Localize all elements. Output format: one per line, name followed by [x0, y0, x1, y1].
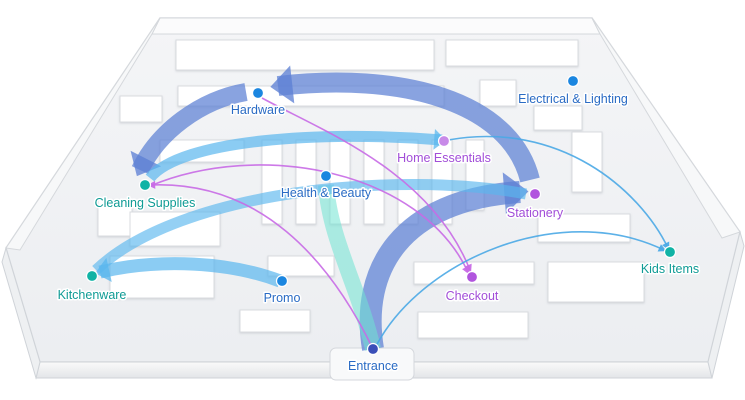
location-node[interactable] — [251, 86, 265, 100]
shelf-right-2 — [533, 105, 583, 131]
shelf-aisle-1 — [261, 139, 283, 225]
shelf-front-left — [239, 309, 311, 333]
flow-path — [149, 184, 374, 350]
shelf-right-4 — [537, 213, 631, 243]
flow-arrowhead — [130, 150, 162, 177]
flow-path — [131, 83, 248, 175]
location-kids[interactable]: Kids Items — [639, 245, 701, 278]
flow-arrowhead — [270, 65, 295, 104]
shelf-left-side-2 — [97, 199, 133, 237]
location-label: Health & Beauty — [281, 186, 372, 200]
shelf-back-right — [445, 39, 579, 67]
flow-layer — [92, 65, 670, 351]
flow-path — [98, 257, 283, 288]
flow-path — [261, 97, 471, 271]
location-node[interactable] — [138, 178, 152, 192]
location-promo[interactable]: Promo — [262, 274, 302, 307]
location-node[interactable] — [566, 74, 580, 88]
flow-arrowhead — [462, 265, 470, 275]
location-home[interactable]: Home Essentials — [396, 134, 492, 167]
flow-path — [318, 184, 381, 351]
flow-entrance-kids — [374, 231, 667, 349]
shelf-right-5 — [547, 261, 645, 303]
location-label: Electrical & Lighting — [518, 92, 628, 106]
location-node[interactable] — [528, 187, 542, 201]
location-label: Stationery — [507, 206, 564, 220]
back-wall — [151, 17, 601, 35]
location-label: Home Essentials — [397, 151, 491, 165]
location-label: Hardware — [231, 103, 285, 117]
flow-hardware-cleaning — [130, 83, 248, 177]
right-wall — [591, 17, 741, 239]
location-kitchen[interactable]: Kitchenware — [56, 269, 128, 304]
shelf-right-3 — [571, 131, 603, 193]
location-node[interactable] — [85, 269, 99, 283]
flow-stationery-hardware — [270, 65, 540, 183]
shelf-left-side-1 — [119, 95, 163, 123]
flow-path — [149, 164, 469, 273]
location-label: Kitchenware — [58, 288, 127, 302]
location-stationery[interactable]: Stationery — [505, 187, 565, 222]
location-node[interactable] — [437, 134, 451, 148]
location-label: Kids Items — [641, 262, 699, 276]
shelf-front-right — [417, 311, 529, 339]
shelf-back-left — [175, 39, 435, 71]
location-node[interactable] — [465, 270, 479, 284]
location-node[interactable] — [275, 274, 289, 288]
location-health[interactable]: Health & Beauty — [279, 169, 373, 202]
flow-entrance-health — [318, 184, 381, 351]
right-front-wall — [707, 230, 745, 379]
shelf-promo-table — [267, 255, 335, 277]
location-node[interactable] — [319, 169, 333, 183]
location-checkout[interactable]: Checkout — [444, 270, 500, 305]
shelf-right-1 — [479, 79, 517, 107]
location-node[interactable] — [366, 342, 380, 356]
flow-stationery-kitchen — [92, 179, 528, 274]
left-wall — [5, 17, 161, 251]
flow-path — [92, 179, 528, 274]
flow-path — [447, 135, 669, 249]
location-cleaning[interactable]: Cleaning Supplies — [93, 178, 197, 212]
location-entrance[interactable]: Entrance — [346, 342, 400, 375]
location-label: Cleaning Supplies — [95, 196, 196, 210]
location-node[interactable] — [663, 245, 677, 259]
left-front-wall — [1, 246, 41, 380]
location-label: Checkout — [446, 289, 499, 303]
location-hardware[interactable]: Hardware — [229, 86, 287, 119]
location-label: Entrance — [348, 359, 398, 373]
flow-path — [374, 231, 665, 349]
flow-path — [145, 130, 443, 182]
location-label: Promo — [264, 291, 301, 305]
flow-path — [276, 72, 540, 183]
flow-cleaning-checkout — [149, 164, 470, 275]
location-electrical[interactable]: Electrical & Lighting — [517, 74, 629, 108]
flow-arrowhead — [657, 244, 667, 252]
shelf-aisle-2 — [295, 139, 317, 225]
